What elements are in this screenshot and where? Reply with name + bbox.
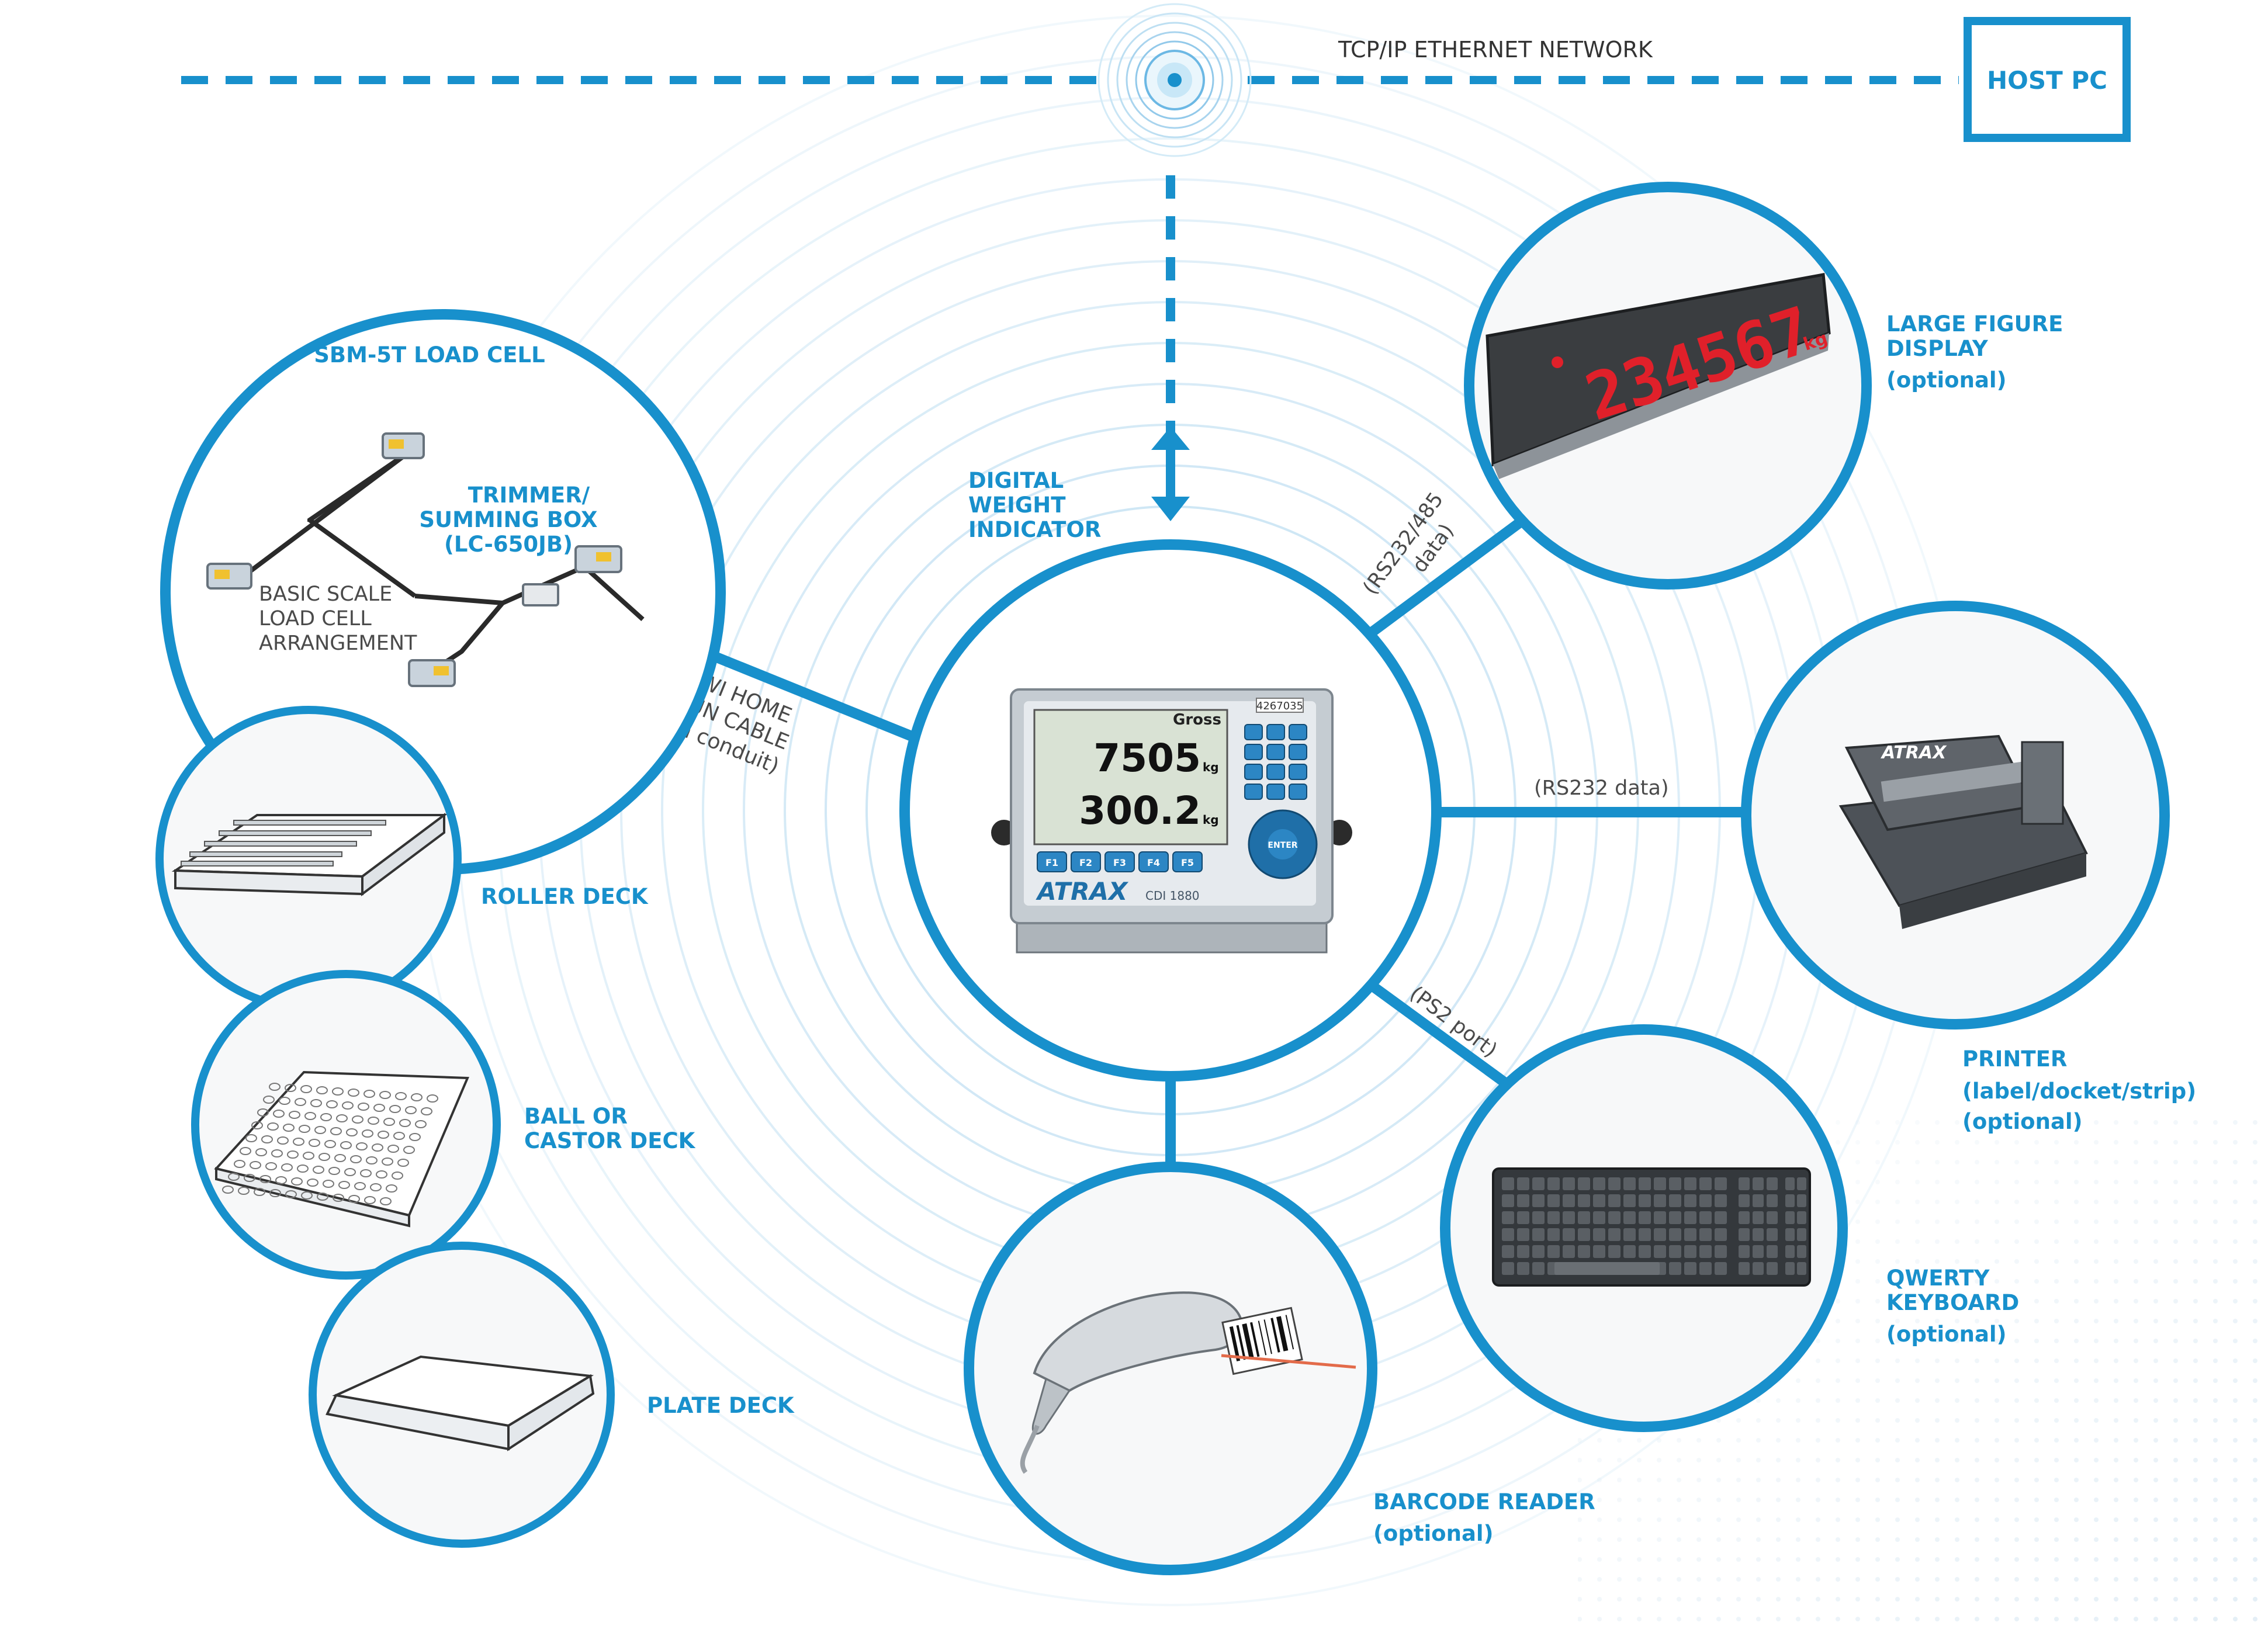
- rs232-label: (RS232 data): [1534, 777, 1669, 800]
- svg-text:(optional): (optional): [1886, 1322, 2007, 1347]
- svg-text:kg: kg: [1203, 813, 1219, 827]
- svg-text:F1: F1: [1045, 857, 1058, 868]
- svg-text:F2: F2: [1079, 857, 1092, 868]
- indicator-screen: [1033, 709, 1228, 845]
- load-cell-illustration: [206, 432, 645, 687]
- printer-label: PRINTER (label/docket/strip) (optional): [1962, 1046, 2196, 1134]
- svg-text:F4: F4: [1147, 857, 1160, 868]
- svg-text:INDICATOR: INDICATOR: [968, 517, 1101, 542]
- printer-node[interactable]: ATRAX PRINTER (label/docket/strip) (opti…: [1741, 601, 2196, 1134]
- svg-text:(LC-650JB): (LC-650JB): [444, 532, 573, 557]
- svg-text:ENTER: ENTER: [1268, 841, 1297, 850]
- nav-pad: ENTER: [1248, 809, 1318, 879]
- load-cell-icon: [382, 432, 425, 459]
- barcode-node[interactable]: BARCODE READER (optional): [964, 1162, 1595, 1575]
- plate-deck-label: PLATE DECK: [647, 1393, 795, 1418]
- svg-text:F3: F3: [1113, 857, 1126, 868]
- host-pc-label: HOST PC: [1987, 66, 2107, 95]
- large-display-label: LARGE FIGURE DISPLAY (optional): [1886, 311, 2063, 393]
- svg-text:DIGITAL: DIGITAL: [968, 468, 1064, 493]
- roller-deck-node[interactable]: ROLLER DECK: [155, 706, 649, 1012]
- ball-deck-illustration: [214, 1070, 469, 1228]
- weight-indicator-title: DIGITAL WEIGHT INDICATOR: [968, 468, 1101, 542]
- network-label: TCP/IP ETHERNET NETWORK: [1338, 37, 1653, 63]
- printer-illustration: ATRAX: [1838, 734, 2088, 929]
- load-cell-title: SBM-5T LOAD CELL: [314, 342, 545, 368]
- numpad: [1244, 724, 1307, 800]
- svg-text:(optional): (optional): [1886, 368, 2007, 393]
- keyboard-label: QWERTY KEYBOARD (optional): [1886, 1266, 2019, 1347]
- arrow-down-icon: [1151, 497, 1190, 521]
- svg-text:ARRANGEMENT: ARRANGEMENT: [259, 632, 417, 655]
- svg-text:F5: F5: [1181, 857, 1194, 868]
- large-display-illustration: 234567 kg: [1486, 273, 1831, 479]
- svg-text:kg: kg: [1203, 760, 1219, 774]
- network-node: [1097, 3, 1252, 157]
- keyboard-node[interactable]: QWERTY KEYBOARD (optional): [1440, 1024, 2019, 1432]
- svg-text:KEYBOARD: KEYBOARD: [1886, 1290, 2019, 1315]
- plate-deck-illustration: [326, 1355, 595, 1451]
- barcode-illustration: [1020, 1291, 1356, 1474]
- svg-text:BASIC SCALE: BASIC SCALE: [259, 583, 392, 606]
- svg-text:(optional): (optional): [1962, 1109, 2083, 1134]
- ball-deck-node[interactable]: BALL OR CASTOR DECK: [191, 970, 696, 1280]
- function-keys: F1 F2 F3 F4 F5: [1037, 851, 1203, 872]
- trimmer-label: TRIMMER/ SUMMING BOX (LC-650JB): [419, 483, 597, 557]
- load-cell-icon: [574, 545, 622, 573]
- summing-box-icon: [522, 583, 559, 606]
- svg-text:7505: 7505: [1093, 736, 1201, 781]
- svg-text:SUMMING BOX: SUMMING BOX: [419, 507, 597, 532]
- arrow-up-icon: [1151, 427, 1190, 450]
- roller-deck-label: ROLLER DECK: [481, 884, 649, 909]
- plate-deck-node[interactable]: PLATE DECK: [309, 1242, 795, 1548]
- load-cell-icon: [408, 659, 456, 687]
- svg-text:DISPLAY: DISPLAY: [1886, 336, 1989, 361]
- svg-text:BALL OR: BALL OR: [524, 1104, 628, 1129]
- svg-text:LARGE FIGURE: LARGE FIGURE: [1886, 311, 2063, 337]
- ball-deck-label: BALL OR CASTOR DECK: [524, 1104, 696, 1153]
- printer-brand: ATRAX: [1881, 743, 1947, 763]
- svg-text:PRINTER: PRINTER: [1962, 1046, 2067, 1072]
- svg-text:300.2: 300.2: [1079, 788, 1201, 833]
- svg-text:CDI 1880: CDI 1880: [1145, 889, 1200, 903]
- host-pc-box[interactable]: HOST PC: [1964, 17, 2131, 142]
- svg-text:QWERTY: QWERTY: [1886, 1266, 1990, 1291]
- svg-text:BARCODE READER: BARCODE READER: [1373, 1489, 1595, 1514]
- svg-text:(optional): (optional): [1373, 1521, 1494, 1546]
- svg-text:LOAD CELL: LOAD CELL: [259, 607, 372, 630]
- svg-text:TRIMMER/: TRIMMER/: [468, 483, 590, 508]
- load-cell-icon: [206, 563, 252, 590]
- barcode-label: BARCODE READER (optional): [1373, 1489, 1595, 1546]
- basic-scale-label: BASIC SCALE LOAD CELL ARRANGEMENT: [259, 583, 417, 655]
- large-display-node[interactable]: 234567 kg LARGE FIGURE DISPLAY (optional…: [1464, 182, 2063, 590]
- svg-text:CASTOR DECK: CASTOR DECK: [524, 1128, 696, 1153]
- keyboard-illustration: [1492, 1167, 1811, 1287]
- svg-text:(label/docket/strip): (label/docket/strip): [1962, 1079, 2196, 1104]
- roller-deck-illustration: [171, 813, 448, 896]
- indicator-brand: ATRAX: [1036, 877, 1129, 906]
- svg-text:WEIGHT: WEIGHT: [968, 493, 1066, 518]
- svg-text:4267035: 4267035: [1256, 700, 1303, 712]
- svg-text:Gross: Gross: [1173, 711, 1221, 729]
